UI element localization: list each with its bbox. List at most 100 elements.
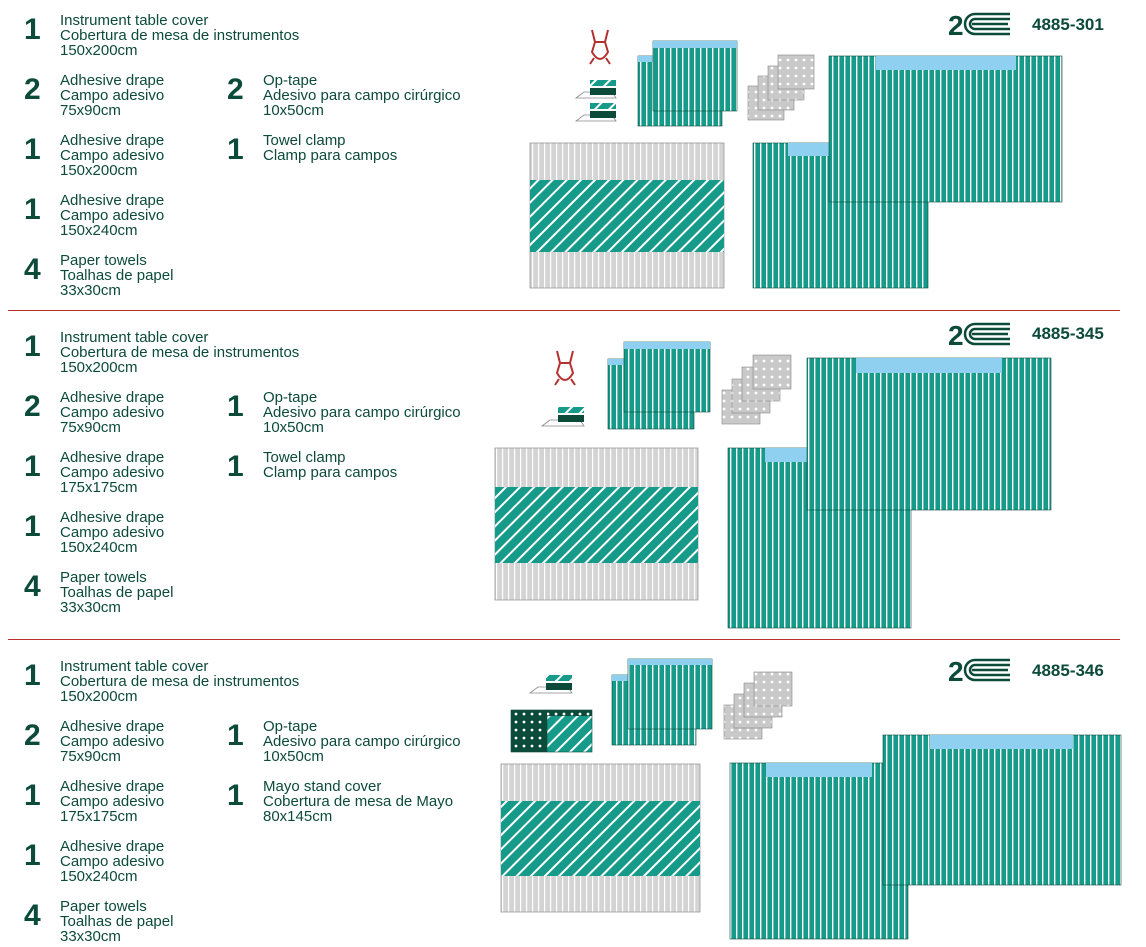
paper-towels-icon <box>721 354 792 425</box>
item-name-pt: Campo adesivo <box>60 793 165 810</box>
item-quantity: 1 <box>24 839 41 872</box>
product-code: 4885-345 <box>1032 324 1104 343</box>
section-divider <box>8 310 1120 311</box>
item-name-en: Adhesive drape <box>60 449 165 466</box>
svg-text:2: 2 <box>948 320 964 351</box>
item-quantity: 1 <box>227 133 244 166</box>
item-name-en: Instrument table cover <box>60 12 209 29</box>
svg-text:2: 2 <box>948 10 964 41</box>
item-size: 80x145cm <box>263 808 333 825</box>
item-quantity: 1 <box>24 450 41 483</box>
item-name-pt: Campo adesivo <box>60 207 165 224</box>
item-quantity: 1 <box>24 659 41 692</box>
product-code: 4885-301 <box>1032 15 1104 34</box>
item-size: 175x175cm <box>60 808 138 825</box>
item-size: 75x90cm <box>60 102 121 119</box>
item-name-pt: Adesivo para campo cirúrgico <box>263 87 461 104</box>
item-quantity: 2 <box>24 73 41 106</box>
op-tape-icon <box>528 675 573 694</box>
small-drape-icon <box>637 40 738 127</box>
op-tape-icon <box>540 407 585 427</box>
item-name-en: Paper towels <box>60 569 147 586</box>
kit-illustration: 2 <box>500 656 1122 940</box>
item-quantity: 1 <box>24 133 41 166</box>
item-quantity: 1 <box>24 779 41 812</box>
item-name-pt: Campo adesivo <box>60 853 165 870</box>
brand-logo: 2 <box>948 320 1010 351</box>
item-quantity: 2 <box>227 73 244 106</box>
item-size: 10x50cm <box>263 419 324 436</box>
kit-illustration: 2 <box>494 320 1052 629</box>
large-drape-icon <box>729 734 1122 940</box>
item-quantity: 1 <box>24 13 41 46</box>
section-divider <box>8 639 1120 640</box>
item-name-en: Mayo stand cover <box>263 778 382 795</box>
item-name-pt: Campo adesivo <box>60 524 165 541</box>
item-name-en: Adhesive drape <box>60 389 165 406</box>
svg-text:2: 2 <box>948 656 964 687</box>
item-size: 175x175cm <box>60 479 138 496</box>
item-size: 10x50cm <box>263 102 324 119</box>
item-name-en: Adhesive drape <box>60 192 165 209</box>
item-name-pt: Campo adesivo <box>60 464 165 481</box>
item-name-en: Adhesive drape <box>60 838 165 855</box>
item-name-en: Paper towels <box>60 252 147 269</box>
kit-illustration: 2 <box>529 10 1063 289</box>
item-name-en: Op-tape <box>263 718 318 735</box>
item-quantity: 1 <box>24 193 41 226</box>
item-size: 75x90cm <box>60 419 121 436</box>
item-size: 150x200cm <box>60 42 138 59</box>
item-name-pt: Cobertura de mesa de instrumentos <box>60 27 300 44</box>
item-size: 75x90cm <box>60 748 121 765</box>
item-name-pt: Clamp para campos <box>263 464 398 481</box>
op-tape-icon <box>574 80 617 122</box>
item-name-pt: Toalhas de papel <box>60 584 174 601</box>
item-name-pt: Clamp para campos <box>263 147 398 164</box>
item-name-pt: Campo adesivo <box>60 404 165 421</box>
mayo-stand-cover-icon <box>510 709 593 753</box>
item-name-pt: Campo adesivo <box>60 147 165 164</box>
item-name-pt: Cobertura de mesa de Mayo <box>263 793 454 810</box>
large-drape-icon <box>752 55 1063 289</box>
item-name-pt: Toalhas de papel <box>60 913 174 930</box>
item-name-en: Op-tape <box>263 389 318 406</box>
item-quantity: 4 <box>24 253 41 286</box>
item-name-en: Adhesive drape <box>60 718 165 735</box>
item-name-pt: Adesivo para campo cirúrgico <box>263 404 461 421</box>
towel-clamp-icon <box>554 350 576 386</box>
small-drape-icon <box>611 658 713 746</box>
brand-logo: 2 <box>948 656 1010 687</box>
large-drape-icon <box>727 357 1052 629</box>
item-size: 150x200cm <box>60 162 138 179</box>
item-quantity: 2 <box>24 390 41 423</box>
paper-towels-icon <box>747 54 815 121</box>
item-name-en: Adhesive drape <box>60 72 165 89</box>
item-quantity: 1 <box>227 450 244 483</box>
table-cover-icon <box>494 447 699 601</box>
item-name-pt: Toalhas de papel <box>60 267 174 284</box>
item-size: 150x240cm <box>60 539 138 556</box>
item-quantity: 1 <box>227 779 244 812</box>
item-name-en: Op-tape <box>263 72 318 89</box>
item-size: 150x240cm <box>60 868 138 885</box>
item-quantity: 1 <box>24 330 41 363</box>
item-name-en: Towel clamp <box>263 449 346 466</box>
item-quantity: 2 <box>24 719 41 752</box>
item-name-en: Adhesive drape <box>60 778 165 795</box>
item-size: 150x200cm <box>60 688 138 705</box>
table-cover-icon <box>529 142 725 289</box>
item-name-pt: Cobertura de mesa de instrumentos <box>60 344 300 361</box>
item-quantity: 1 <box>227 390 244 423</box>
small-drape-icon <box>607 341 711 430</box>
item-size: 10x50cm <box>263 748 324 765</box>
towel-clamp-icon <box>589 29 611 65</box>
item-name-pt: Campo adesivo <box>60 733 165 750</box>
item-name-pt: Campo adesivo <box>60 87 165 104</box>
item-name-en: Towel clamp <box>263 132 346 149</box>
item-name-pt: Cobertura de mesa de instrumentos <box>60 673 300 690</box>
product-code: 4885-346 <box>1032 661 1104 680</box>
item-name-en: Instrument table cover <box>60 329 209 346</box>
